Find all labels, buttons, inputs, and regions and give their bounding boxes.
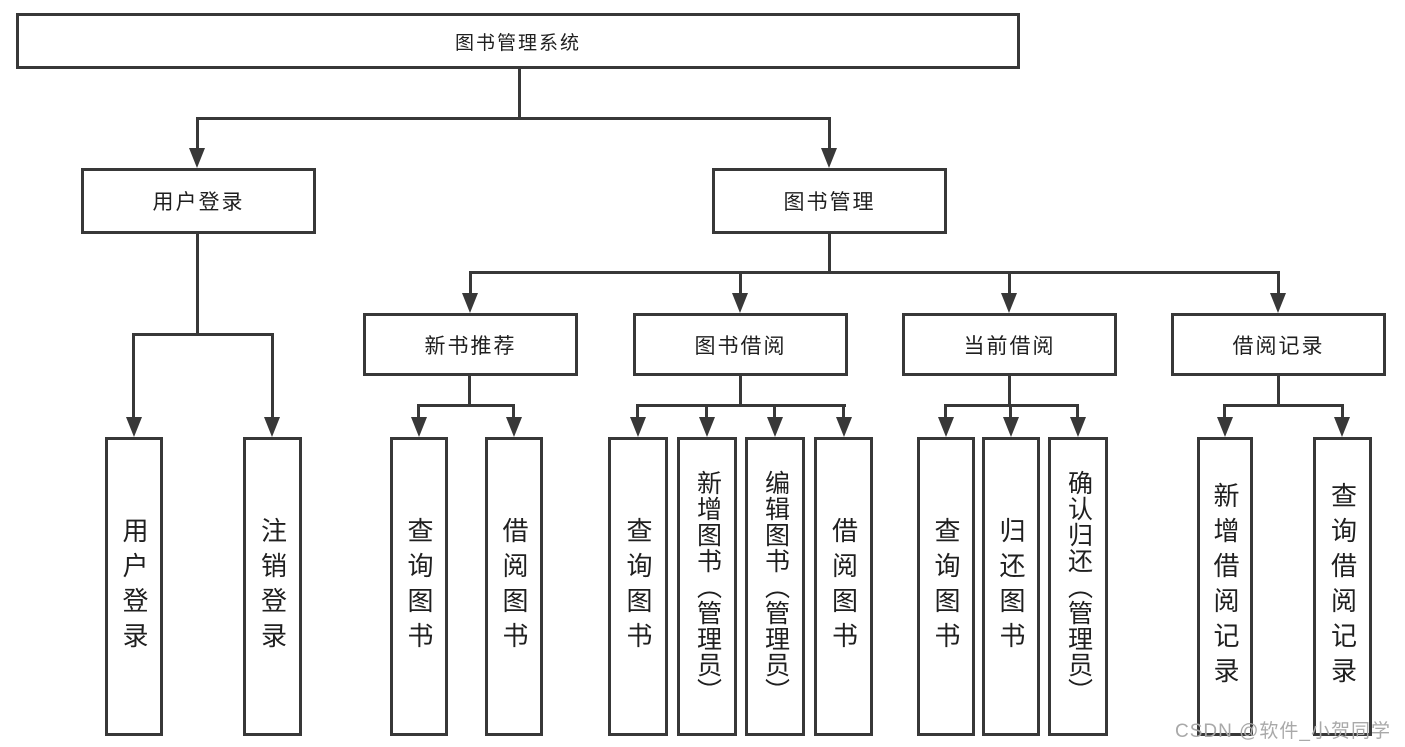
arrow-down-icon (264, 417, 280, 437)
connector-line (196, 117, 831, 120)
node-library-management-system: 图书管理系统 (16, 13, 1020, 69)
connector-line (1009, 404, 1012, 417)
node-book-borrowing: 图书借阅 (633, 313, 848, 376)
arrow-down-icon (836, 417, 852, 437)
leaf-current-query-books: 查询图书 (917, 437, 975, 736)
arrow-down-icon (1270, 293, 1286, 313)
node-label: 用户登录 (152, 191, 245, 214)
connector-line (132, 333, 274, 336)
node-current-borrowing: 当前借阅 (902, 313, 1117, 376)
node-label: 注销登录 (257, 516, 288, 657)
node-label: 当前借阅 (963, 334, 1056, 358)
connector-line (196, 234, 199, 335)
connector-line (1277, 376, 1280, 406)
arrow-down-icon (767, 417, 783, 437)
connector-line (468, 376, 471, 406)
connector-line (828, 117, 831, 148)
connector-line (828, 234, 831, 274)
arrow-down-icon (126, 417, 142, 437)
arrow-down-icon (938, 417, 954, 437)
leaf-borrow-query-books: 查询图书 (608, 437, 668, 736)
connector-line (196, 117, 199, 148)
arrow-down-icon (189, 148, 205, 168)
node-label: 查询图书 (931, 516, 961, 657)
connector-line (944, 404, 947, 417)
leaf-user-login: 用户登录 (105, 437, 163, 736)
connector-line (636, 404, 846, 407)
connector-line (1277, 271, 1280, 293)
connector-line (469, 271, 1280, 274)
node-label: 用户登录 (119, 516, 149, 657)
node-label: 图书借阅 (694, 334, 787, 358)
node-label: 借阅图书 (499, 516, 529, 657)
leaf-recommend-borrow-books: 借阅图书 (485, 437, 543, 736)
connector-line (1008, 271, 1011, 293)
connector-line (1008, 376, 1011, 406)
connector-line (1341, 404, 1344, 417)
leaf-records-query-record: 查询借阅记录 (1313, 437, 1372, 736)
arrow-down-icon (821, 148, 837, 168)
connector-line (417, 404, 420, 417)
leaf-records-add-record: 新增借阅记录 (1197, 437, 1253, 736)
node-user-login: 用户登录 (81, 168, 316, 234)
arrow-down-icon (630, 417, 646, 437)
connector-line (739, 376, 742, 406)
csdn-watermark: CSDN @软件_小贺同学 (1175, 721, 1391, 742)
arrow-down-icon (732, 293, 748, 313)
node-book-management: 图书管理 (712, 168, 947, 234)
node-new-book-recommendation: 新书推荐 (363, 313, 578, 376)
node-label: 新增借阅记录 (1210, 481, 1240, 692)
arrow-down-icon (699, 417, 715, 437)
leaf-logout: 注销登录 (243, 437, 302, 736)
leaf-current-return-books: 归还图书 (982, 437, 1040, 736)
connector-line (739, 271, 742, 293)
connector-line (1076, 404, 1079, 417)
leaf-borrow-add-books-admin: 新增图书（管理员） (677, 437, 737, 736)
arrow-down-icon (1334, 417, 1350, 437)
connector-line (512, 404, 515, 417)
node-label: 借阅图书 (828, 516, 859, 657)
leaf-borrow-edit-books-admin: 编辑图书（管理员） (745, 437, 805, 736)
connector-line (636, 404, 639, 417)
connector-line (417, 404, 515, 407)
connector-line (469, 271, 472, 293)
node-label: 图书管理系统 (454, 32, 581, 54)
node-borrowing-records: 借阅记录 (1171, 313, 1386, 376)
leaf-current-confirm-return-admin: 确认归还（管理员） (1048, 437, 1108, 736)
connector-line (1223, 404, 1344, 407)
node-label: 编辑图书（管理员） (761, 469, 790, 704)
connector-line (1223, 404, 1226, 417)
connector-line (705, 404, 708, 417)
node-label: 新增图书（管理员） (693, 469, 722, 704)
node-label: 图书管理 (783, 191, 876, 214)
node-label: 查询借阅记录 (1327, 481, 1358, 692)
node-label: 新书推荐 (424, 334, 517, 358)
arrow-down-icon (1070, 417, 1086, 437)
connector-line (518, 69, 521, 119)
arrow-down-icon (1003, 417, 1019, 437)
arrow-down-icon (506, 417, 522, 437)
node-label: 查询图书 (404, 516, 434, 657)
node-label: 查询图书 (623, 516, 653, 657)
node-label: 借阅记录 (1232, 334, 1325, 358)
connector-line (132, 333, 135, 417)
arrow-down-icon (462, 293, 478, 313)
leaf-recommend-query-books: 查询图书 (390, 437, 448, 736)
arrow-down-icon (1217, 417, 1233, 437)
leaf-borrow-borrow-books: 借阅图书 (814, 437, 873, 736)
connector-line (773, 404, 776, 417)
connector-line (842, 404, 845, 417)
node-label: 确认归还（管理员） (1064, 469, 1093, 704)
arrow-down-icon (411, 417, 427, 437)
arrow-down-icon (1001, 293, 1017, 313)
connector-line (271, 333, 274, 417)
node-label: 归还图书 (996, 516, 1026, 657)
